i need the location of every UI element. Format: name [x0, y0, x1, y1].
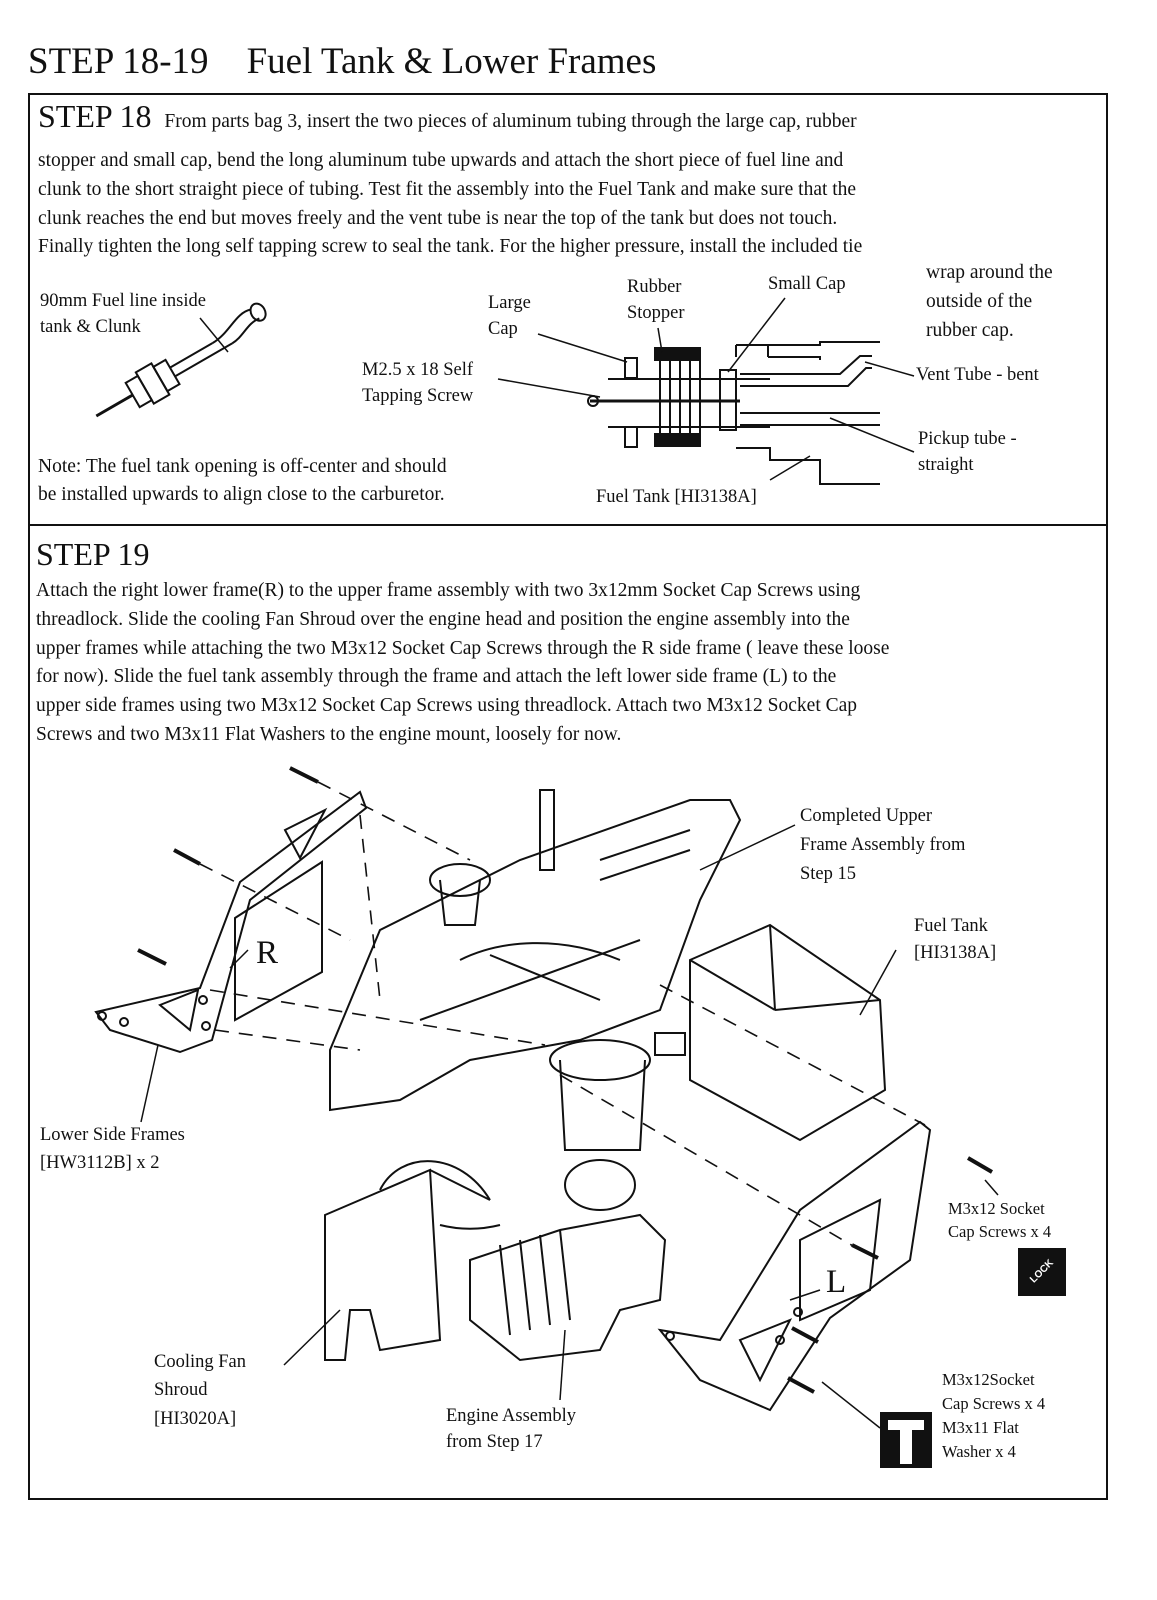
step19-line-6: Screws and two M3x11 Flat Washers to the…: [36, 724, 622, 745]
label-fuel-tank-19-1: Fuel Tank: [914, 916, 988, 936]
step19-line-4: for now). Slide the fuel tank assembly t…: [36, 666, 837, 687]
label-small-cap: Small Cap: [768, 274, 846, 294]
step18-line-1: From parts bag 3, insert the two pieces …: [164, 111, 857, 132]
label-screws-b-2: Cap Screws x 4: [942, 1394, 1046, 1413]
step19-line-2: threadlock. Slide the cooling Fan Shroud…: [36, 609, 850, 630]
frame-letter-r: R: [256, 935, 279, 971]
label-rubber-1: Rubber: [627, 277, 682, 297]
label-engine-1: Engine Assembly: [446, 1406, 577, 1426]
label-fuel-line-1: 90mm Fuel line inside: [40, 291, 206, 311]
label-upper-frame-3: Step 15: [800, 864, 857, 884]
label-screw-2: Tapping Screw: [362, 386, 474, 406]
label-large-cap-1: Large: [488, 293, 531, 313]
label-upper-frame-1: Completed Upper: [800, 806, 933, 826]
label-upper-frame-2: Frame Assembly from: [800, 835, 966, 855]
step18-line-4: clunk reaches the end but moves freely a…: [38, 208, 838, 229]
step19-line-3: upper frames while attaching the two M3x…: [36, 638, 890, 659]
label-screw-1: M2.5 x 18 Self: [362, 360, 473, 380]
step18-note-2: be installed upwards to align close to t…: [38, 484, 445, 505]
content-frame: [28, 93, 1108, 1500]
label-shroud-1: Cooling Fan: [154, 1352, 246, 1372]
step18-paragraph: STEP 18 From parts bag 3, insert the two…: [38, 100, 857, 136]
page-title-text: Fuel Tank & Lower Frames: [246, 41, 657, 82]
threadlock-badge: LOCK: [1018, 1248, 1066, 1296]
step19-heading: STEP 19: [36, 536, 150, 572]
label-pickup-1: Pickup tube -: [918, 429, 1017, 449]
step18-line-2: stopper and small cap, bend the long alu…: [38, 150, 844, 171]
label-pickup-2: straight: [918, 455, 974, 475]
label-shroud-3: [HI3020A]: [154, 1409, 237, 1429]
label-screws-b-3: M3x11 Flat: [942, 1418, 1019, 1437]
label-fuel-tank-19-2: [HI3138A]: [914, 943, 997, 963]
label-large-cap-2: Cap: [488, 319, 518, 339]
step18-heading: STEP 18: [38, 98, 152, 134]
section-divider: [28, 524, 1108, 526]
label-fuel-tank-18: Fuel Tank [HI3138A]: [596, 487, 757, 507]
step18-line-7: outside of the: [926, 291, 1033, 312]
page-title: STEP 18-19 Fuel Tank & Lower Frames: [28, 40, 656, 83]
label-engine-2: from Step 17: [446, 1432, 543, 1452]
label-rubber-2: Stopper: [627, 303, 685, 323]
step18-note-1: Note: The fuel tank opening is off-cente…: [38, 456, 447, 477]
label-lower-frames-1: Lower Side Frames: [40, 1125, 185, 1145]
label-screws-b-1: M3x12Socket: [942, 1370, 1035, 1389]
threadlock-badge-text: LOCK: [1028, 1257, 1056, 1286]
step18-line-3: clunk to the short straight piece of tub…: [38, 179, 857, 200]
label-vent-tube: Vent Tube - bent: [916, 365, 1039, 385]
frame-letter-l: L: [826, 1264, 847, 1300]
step19-line-1: Attach the right lower frame(R) to the u…: [36, 580, 861, 601]
label-screws-b-4: Washer x 4: [942, 1442, 1016, 1461]
label-fuel-line-2: tank & Clunk: [40, 317, 141, 337]
label-lower-frames-2: [HW3112B] x 2: [40, 1153, 160, 1173]
label-screws-a-1: M3x12 Socket: [948, 1199, 1045, 1218]
step18-line-6: wrap around the: [926, 262, 1053, 283]
step19-line-5: upper side frames using two M3x12 Socket…: [36, 695, 858, 716]
step-code: STEP 18-19: [28, 41, 209, 82]
label-shroud-2: Shroud: [154, 1380, 208, 1400]
step18-line-8: rubber cap.: [926, 320, 1014, 341]
label-screws-a-2: Cap Screws x 4: [948, 1222, 1052, 1241]
step18-line-5: Finally tighten the long self tapping sc…: [38, 236, 863, 257]
washer-icon: [880, 1412, 932, 1468]
